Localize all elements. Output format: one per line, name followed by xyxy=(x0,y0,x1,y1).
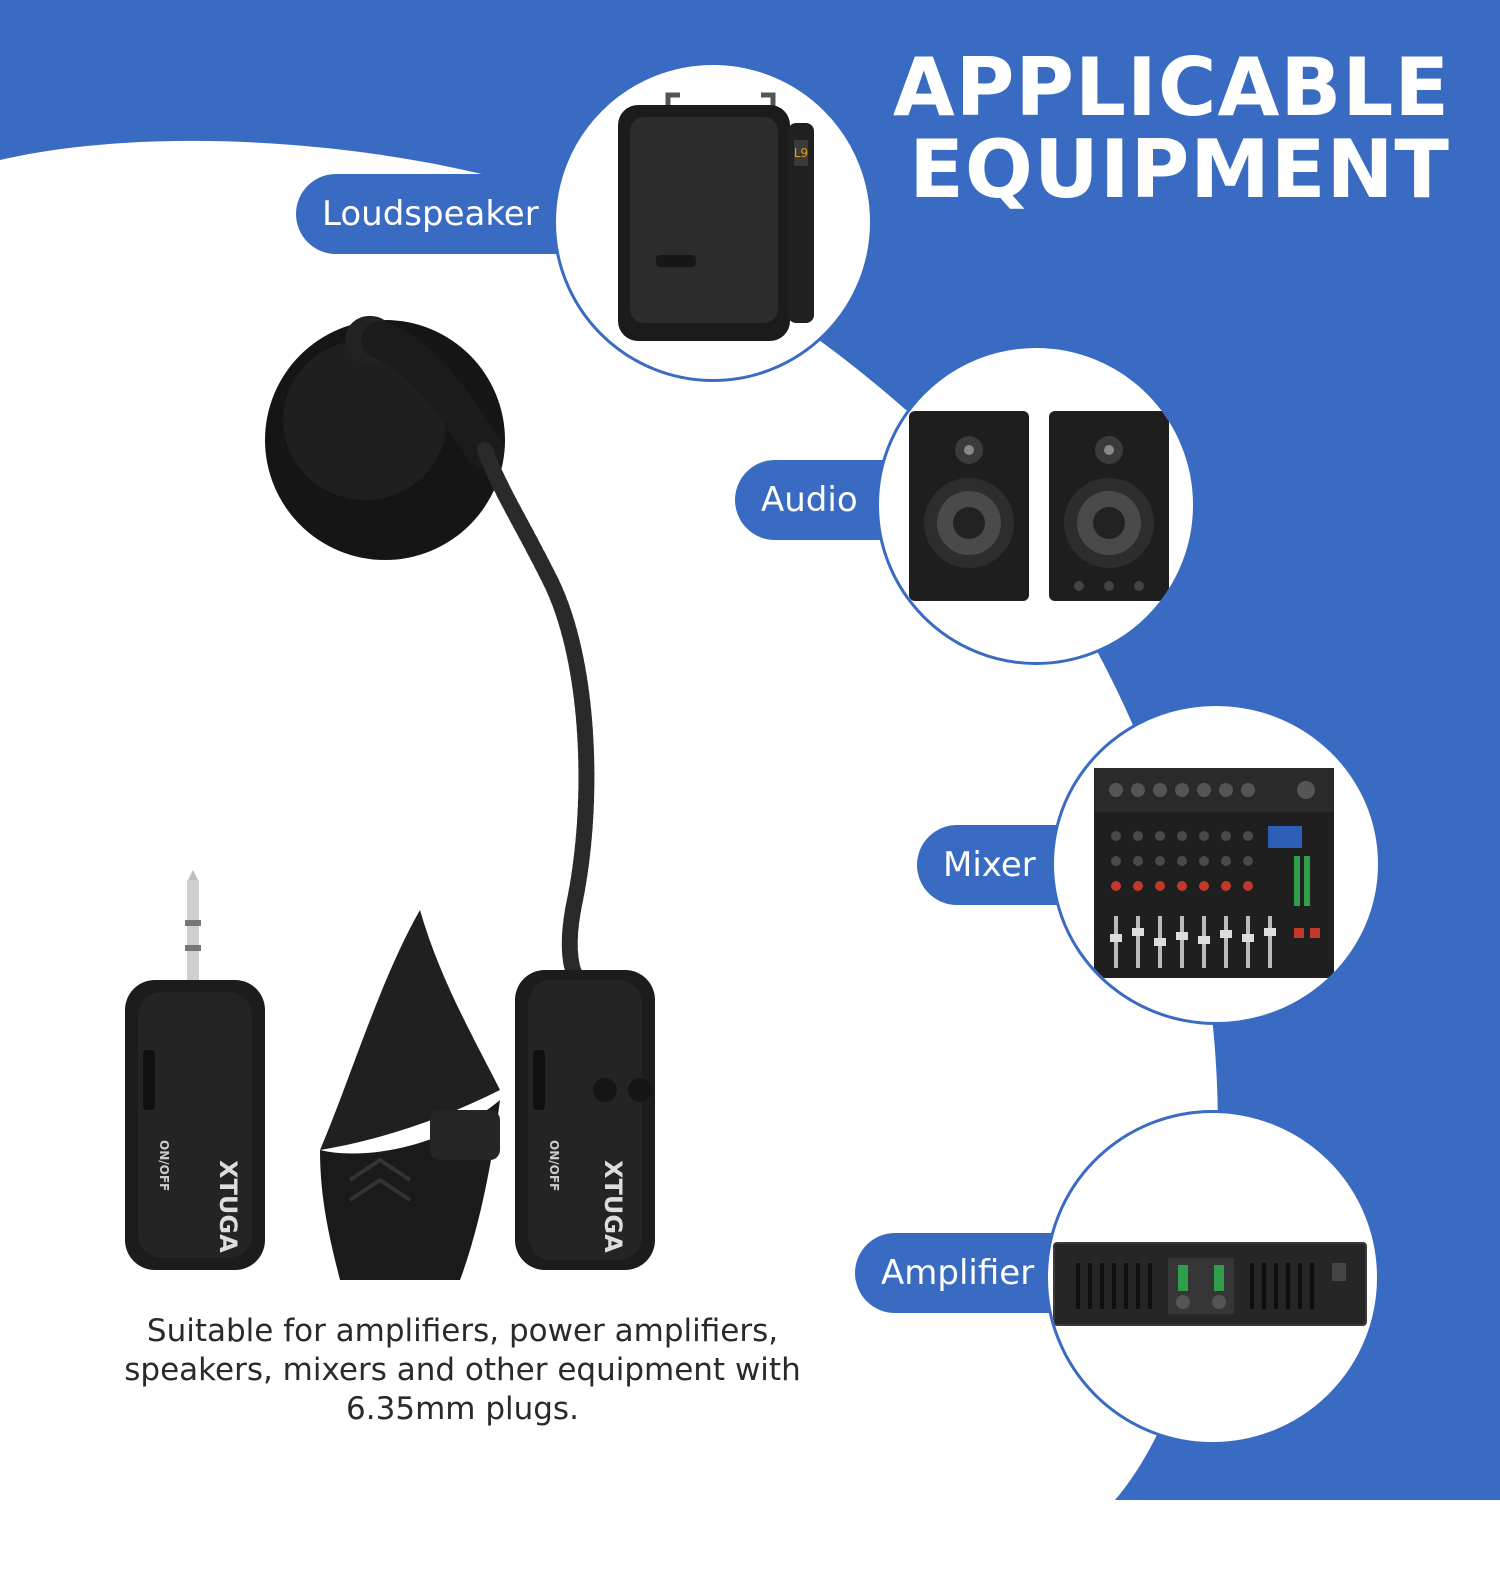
caption-line-2: speakers, mixers and other equipment wit… xyxy=(124,1352,801,1388)
caption-line-1: Suitable for amplifiers, power amplifier… xyxy=(146,1313,779,1349)
mixer-circle xyxy=(1051,703,1381,1025)
product-illustration: XTUGA ON/OFF XTUGA ON/OFF xyxy=(125,316,655,1280)
equipment-label-loudspeaker: Loudspeaker xyxy=(296,174,566,254)
equipment-label-mixer: Mixer xyxy=(917,825,1077,905)
amplifier-circle xyxy=(1045,1110,1380,1445)
transmitter-switch-label: ON/OFF xyxy=(547,1140,561,1191)
equipment-label-audio: Audio xyxy=(735,460,895,540)
instrument-clip xyxy=(320,910,500,1280)
caption-line-3: 6.35mm plugs. xyxy=(346,1391,579,1427)
audio-circle xyxy=(876,345,1196,665)
receiver: XTUGA ON/OFF xyxy=(125,980,265,1270)
loudspeaker-icon: L9 xyxy=(618,92,814,341)
transmitter: XTUGA ON/OFF xyxy=(515,970,655,1270)
gooseneck xyxy=(477,442,608,994)
product-infographic: APPLICABLE EQUIPMENT Loudspeaker L9 Audi… xyxy=(0,0,1500,1500)
svg-text:L9: L9 xyxy=(794,146,808,160)
receiver-brand: XTUGA xyxy=(214,1160,242,1253)
amplifier-icon xyxy=(1053,1242,1367,1326)
heading-line-2: EQUIPMENT xyxy=(909,123,1450,216)
receiver-switch-label: ON/OFF xyxy=(157,1140,171,1191)
studio-speakers-icon xyxy=(909,411,1169,601)
receiver-jack xyxy=(185,870,201,990)
transmitter-brand: XTUGA xyxy=(599,1160,627,1253)
compatibility-caption: Suitable for amplifiers, power amplifier… xyxy=(60,1312,865,1429)
equipment-label-amplifier: Amplifier xyxy=(855,1233,1055,1313)
mixer-icon xyxy=(1094,768,1334,978)
heading-line-1: APPLICABLE xyxy=(892,41,1450,134)
loudspeaker-circle: L9 xyxy=(553,62,873,382)
